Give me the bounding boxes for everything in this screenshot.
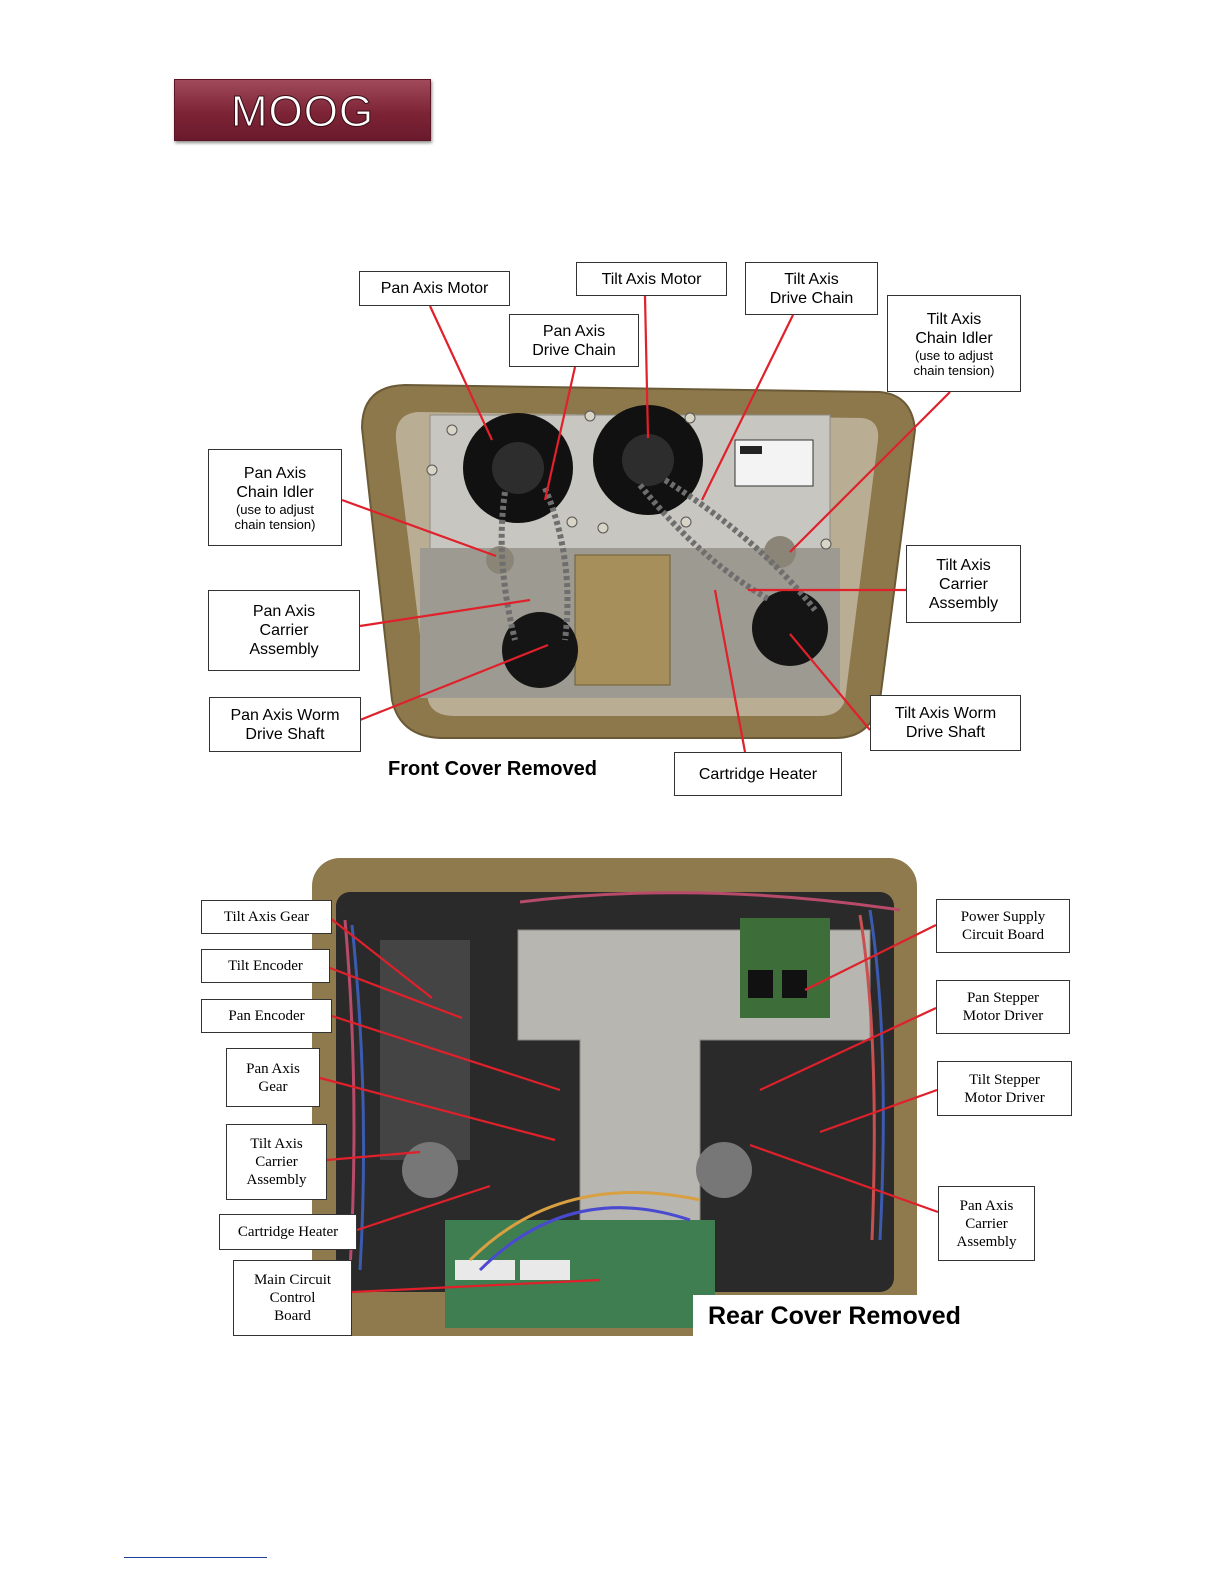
label-text: Pan Axis Chain Idler [236,464,314,501]
front-caption: Front Cover Removed [388,758,597,780]
label-text: Pan Stepper Motor Driver [962,990,1044,1024]
label-tilt-encoder: Tilt Encoder [201,949,330,983]
label-text: Cartridge Heater [698,765,818,783]
rear-caption: Rear Cover Removed [708,1302,961,1330]
label-text: Pan Axis Carrier Assembly [956,1197,1017,1250]
label-pan-axis-motor: Pan Axis Motor [359,271,510,306]
label-tilt-axis-worm-drive-shaft: Tilt Axis Worm Drive Shaft [870,695,1021,751]
footer-rule [124,1557,267,1558]
label-text: Tilt Axis Drive Chain [769,270,854,307]
label-text: Pan Axis Motor [380,280,489,297]
label-tilt-stepper-motor-driver: Tilt Stepper Motor Driver [937,1061,1072,1116]
label-tilt-axis-carrier-assembly: Tilt Axis Carrier Assembly [906,545,1021,623]
label-tilt-axis-gear: Tilt Axis Gear [201,900,332,934]
front-cover-figure [341,295,951,753]
label-text: Cartridge Heater [237,1224,339,1240]
label-pan-axis-worm-drive-shaft: Pan Axis Worm Drive Shaft [209,697,361,752]
label-tilt-axis-carrier-assembly-rear: Tilt Axis Carrier Assembly [226,1124,327,1200]
label-tilt-axis-motor: Tilt Axis Motor [576,262,727,296]
label-text: Tilt Axis Carrier Assembly [928,556,999,612]
moog-logo: MOOG [174,79,431,141]
label-text: Main Circuit Control Board [253,1272,332,1324]
label-cartridge-heater-rear: Cartridge Heater [219,1214,357,1250]
label-text: Pan Axis Drive Chain [532,322,616,359]
label-text: Tilt Axis Gear [223,909,310,925]
label-text: Pan Encoder [228,1008,305,1024]
label-pan-axis-chain-idler: Pan Axis Chain Idler (use to adjust chai… [208,449,342,546]
label-pan-stepper-motor-driver: Pan Stepper Motor Driver [936,980,1070,1034]
front-cover-photo [341,295,951,753]
label-text: Pan Axis Gear [246,1060,300,1095]
label-text: Tilt Axis Worm Drive Shaft [894,705,997,741]
label-pan-encoder: Pan Encoder [201,999,332,1033]
label-text: Tilt Axis Chain Idler [915,310,993,347]
label-text: Tilt Axis Carrier Assembly [246,1136,307,1188]
label-pan-axis-carrier-assembly: Pan Axis Carrier Assembly [208,590,360,671]
label-note: (use to adjust chain tension) [234,501,316,532]
label-cartridge-heater-front: Cartridge Heater [674,752,842,796]
label-text: Power Supply Circuit Board [960,909,1046,943]
label-main-circuit-control-board: Main Circuit Control Board [233,1260,352,1336]
logo-text: MOOG [230,87,375,137]
label-pan-axis-gear: Pan Axis Gear [226,1048,320,1107]
rear-cover-figure [0,840,1224,1350]
label-power-supply-circuit-board: Power Supply Circuit Board [936,899,1070,953]
label-note: (use to adjust chain tension) [913,347,995,378]
label-text: Tilt Axis Motor [601,270,702,288]
label-tilt-axis-drive-chain: Tilt Axis Drive Chain [745,262,878,315]
rear-caption-box [693,1295,993,1341]
label-tilt-axis-chain-idler: Tilt Axis Chain Idler (use to adjust cha… [887,295,1021,392]
label-pan-axis-carrier-assembly-rear: Pan Axis Carrier Assembly [938,1186,1035,1261]
label-text: Tilt Stepper Motor Driver [964,1071,1045,1106]
label-pan-axis-drive-chain: Pan Axis Drive Chain [509,314,639,367]
rear-cover-photo [312,858,939,1336]
label-text: Pan Axis Carrier Assembly [249,603,319,658]
label-text: Tilt Encoder [228,958,303,974]
label-text: Pan Axis Worm Drive Shaft [230,706,340,743]
